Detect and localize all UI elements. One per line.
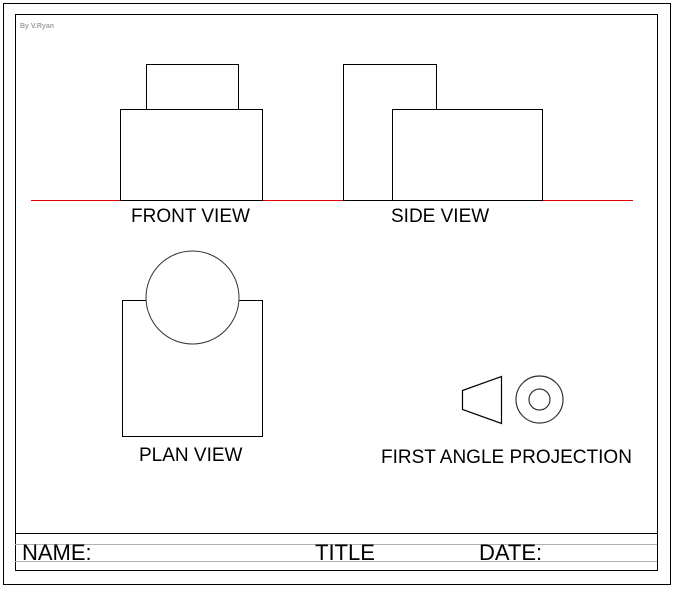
side-view-base-block bbox=[392, 109, 543, 201]
title-field-label: TITLE bbox=[315, 540, 375, 565]
name-field-label: NAME: bbox=[22, 540, 92, 565]
front-view-top-block bbox=[146, 64, 239, 110]
inner-circle-icon bbox=[528, 388, 551, 411]
truncated-cone-icon bbox=[461, 375, 503, 425]
first-angle-projection-icon bbox=[461, 375, 564, 425]
plan-view-drawing bbox=[122, 250, 263, 437]
projection-label: FIRST ANGLE PROJECTION bbox=[381, 447, 632, 468]
plan-view-cylinder bbox=[145, 250, 240, 345]
front-view-base-block bbox=[120, 109, 263, 201]
side-view-label: SIDE VIEW bbox=[391, 206, 490, 227]
side-view-drawing bbox=[343, 64, 543, 201]
inner-border bbox=[15, 14, 658, 571]
date-field-label: DATE: bbox=[479, 540, 543, 565]
outer-circle-icon bbox=[515, 375, 564, 424]
front-view-label: FRONT VIEW bbox=[131, 206, 250, 227]
outer-border bbox=[3, 3, 671, 585]
author-credit: By V.Ryan bbox=[20, 23, 54, 30]
front-view-drawing bbox=[120, 64, 263, 201]
plan-view-label: PLAN VIEW bbox=[139, 445, 243, 466]
